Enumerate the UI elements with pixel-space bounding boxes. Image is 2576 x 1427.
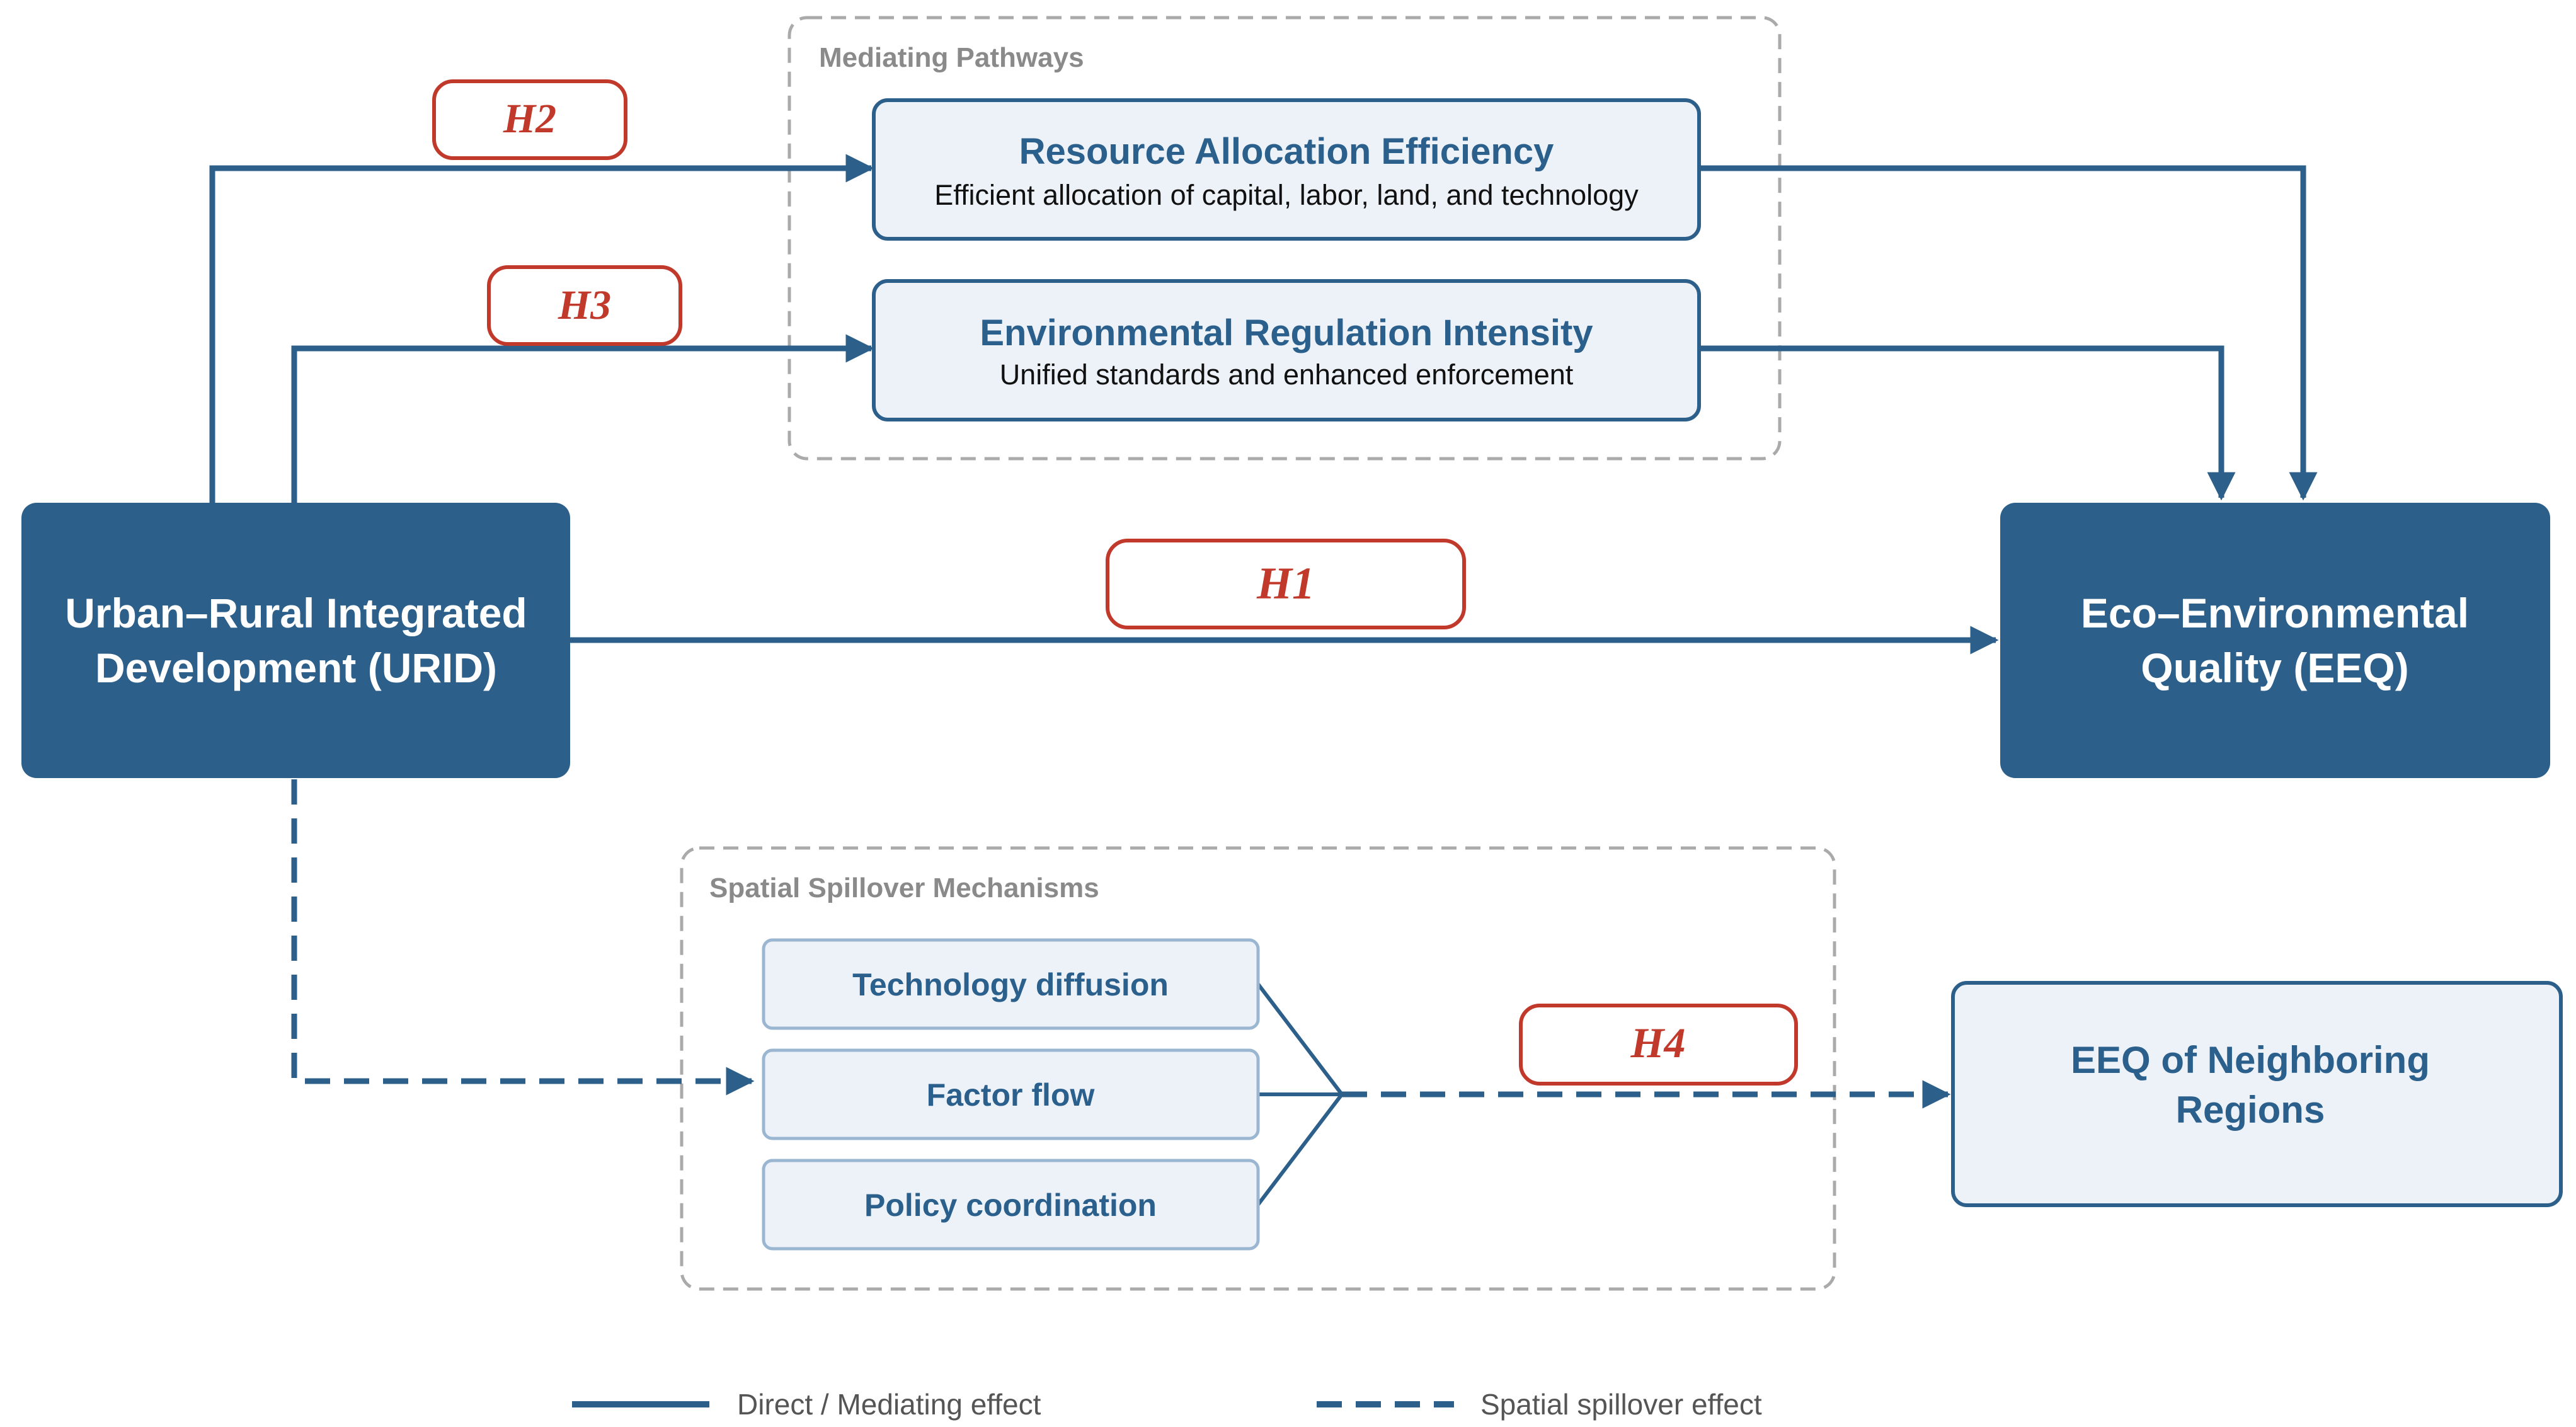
h3-label: H3 <box>558 282 611 328</box>
eeq-label-line1: Eco–Environmental <box>2081 590 2469 636</box>
h4-label: H4 <box>1630 1019 1686 1067</box>
h1-badge: H1 <box>1106 539 1466 629</box>
spillover-group-label: Spatial Spillover Mechanisms <box>709 873 1099 903</box>
h4-badge: H4 <box>1519 1004 1798 1086</box>
spillover-connectors <box>291 779 1951 1109</box>
direct-mediating-connectors <box>209 154 2318 1206</box>
h2-badge: H2 <box>432 79 627 160</box>
resource-allocation-node: Resource Allocation Efficiency Efficient… <box>872 98 1701 241</box>
policy-coordination-node: Policy coordination <box>762 1159 1260 1251</box>
regulation-title: Environmental Regulation Intensity <box>980 312 1593 353</box>
resource-subtitle: Efficient allocation of capital, labor, … <box>934 179 1639 211</box>
mediating-group-label: Mediating Pathways <box>819 42 1084 73</box>
neighbor-eeq-node: EEQ of Neighboring Regions <box>1951 981 2563 1207</box>
urid-node: Urban–Rural Integrated Development (URID… <box>21 503 570 778</box>
legend-solid-label: Direct / Mediating effect <box>737 1388 1041 1421</box>
regulation-subtitle: Unified standards and enhanced enforceme… <box>1000 358 1574 391</box>
technology-label: Technology diffusion <box>852 967 1169 1002</box>
h3-arrow-in <box>291 334 874 503</box>
technology-diffusion-node: Technology diffusion <box>762 938 1260 1030</box>
h1-label: H1 <box>1256 558 1315 609</box>
eeq-label-line2: Quality (EEQ) <box>2141 645 2408 691</box>
legend-dashed-label: Spatial spillover effect <box>1480 1388 1762 1421</box>
mechanism-converge-lines <box>1256 983 1344 1206</box>
urid-label-line2: Development (URID) <box>95 645 497 691</box>
regulation-to-eeq-arrow <box>1699 345 2236 501</box>
factor-flow-node: Factor flow <box>762 1048 1260 1140</box>
factor-label: Factor flow <box>927 1077 1095 1113</box>
h2-label: H2 <box>503 96 556 142</box>
resource-title: Resource Allocation Efficiency <box>1019 131 1554 172</box>
environmental-regulation-node: Environmental Regulation Intensity Unifi… <box>872 279 1701 421</box>
resource-to-eeq-arrow <box>1699 165 2318 501</box>
legend: Direct / Mediating effect Spatial spillo… <box>572 1388 1762 1421</box>
neighbor-label-line2: Regions <box>2176 1089 2325 1131</box>
neighbor-label-line1: EEQ of Neighboring <box>2071 1039 2430 1081</box>
h2-arrow-in <box>209 154 874 503</box>
urid-label-line1: Urban–Rural Integrated <box>65 590 527 636</box>
urid-to-mechanisms-arrow <box>291 779 755 1096</box>
eeq-node: Eco–Environmental Quality (EEQ) <box>2000 503 2550 778</box>
mediating-pathways-group: Mediating Pathways <box>787 16 1782 461</box>
policy-label: Policy coordination <box>864 1188 1157 1223</box>
h3-badge: H3 <box>487 265 682 346</box>
spatial-spillover-group: Spatial Spillover Mechanisms <box>680 846 1836 1291</box>
